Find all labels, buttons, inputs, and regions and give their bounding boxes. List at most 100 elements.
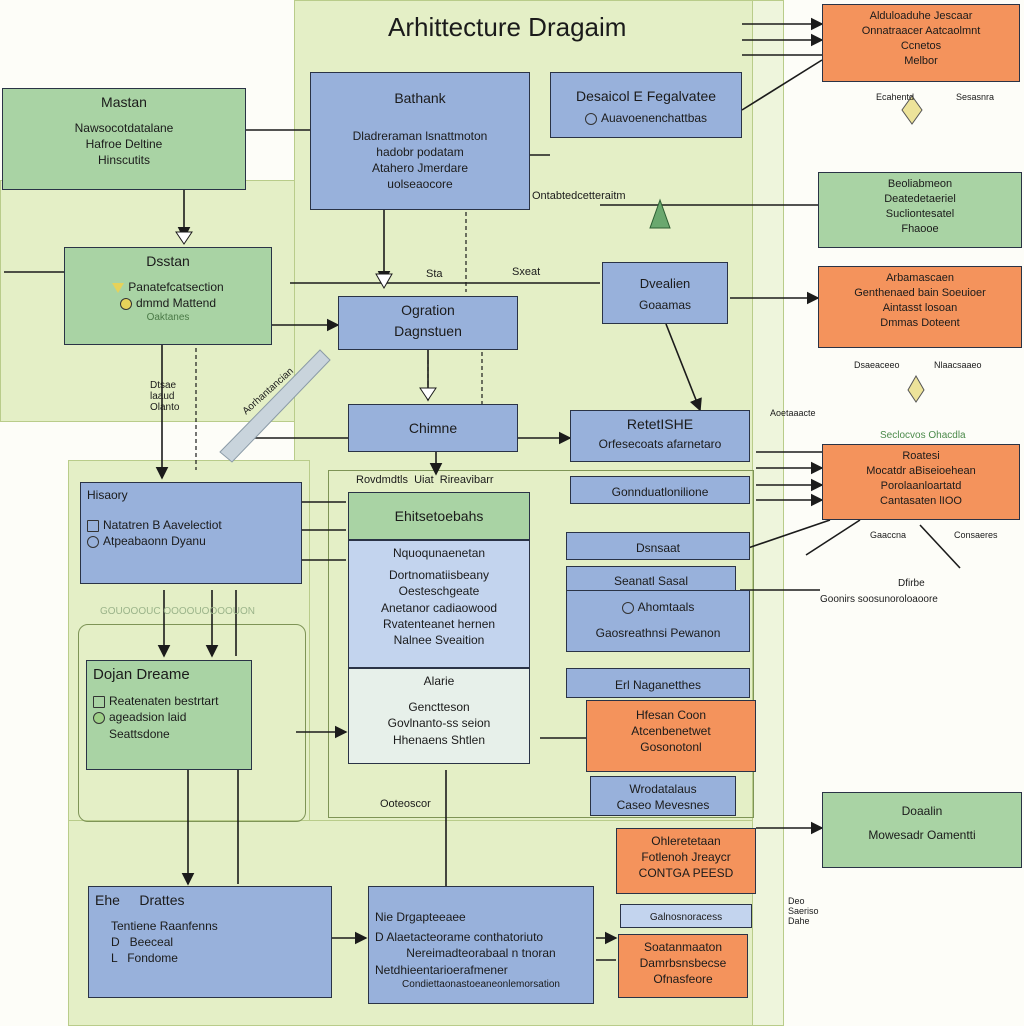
box-dvealien[interactable]: Dvealien Goaamas bbox=[602, 262, 728, 324]
box-ehe-drattes-line: L Fondome bbox=[111, 951, 178, 966]
box-seanatl-sasal[interactable]: Seanatl Sasal bbox=[566, 566, 736, 592]
box-soatanmaaton-line: Ofnasfeore bbox=[653, 972, 713, 987]
box-nie-drgapteeaee-title: Nie Drgapteeaee bbox=[375, 910, 466, 924]
box-dojan-dreame-line: Seattsdone bbox=[109, 726, 170, 741]
box-doaalin[interactable]: Doaalin Mowesadr Oamentti bbox=[822, 792, 1022, 868]
box-mastan[interactable]: Mastan Nawsocotdatalane Hafroe Deltine H… bbox=[2, 88, 246, 190]
box-seanatl-sasal-title: Seanatl Sasal bbox=[613, 574, 689, 588]
box-retetishe[interactable]: RetetISHE Orfesecoats afarnetaro bbox=[570, 410, 750, 462]
box-alduloaduhe-title: Alduloaduhe Jescaar bbox=[869, 10, 973, 22]
box-beoliabmeon-line: Fhaooe bbox=[901, 222, 939, 235]
box-arbamascaen-line: Dmmas Doteent bbox=[880, 316, 960, 329]
box-nquoqunaenetan-line: Anetanor cadiaowood bbox=[380, 600, 498, 615]
circle-icon bbox=[584, 112, 597, 125]
box-nie-drgapteeaee-line: Nereimadteorabaal n tnoran bbox=[406, 946, 556, 961]
box-ehitsetoebahs[interactable]: Ehitsetoebahs bbox=[348, 492, 530, 540]
box-dvealien-line: Goaamas bbox=[638, 297, 692, 312]
box-dsstan-line: Panatefcatsection bbox=[71, 279, 265, 295]
dfirbe-label: Dfirbe bbox=[898, 578, 925, 589]
box-arbamascaen-line: Genthenaed bain Soeuioer bbox=[854, 286, 986, 299]
box-ehe-drattes[interactable]: Ehe Drattes Tentiene Raanfenns D Beeceal… bbox=[88, 886, 332, 998]
box-hisaory-line-text: Natatren B Aavelectiot bbox=[103, 518, 222, 533]
wire-dealien-down bbox=[665, 323, 702, 412]
box-chimne[interactable]: Chimne bbox=[348, 404, 518, 452]
small-label: Aoetaaacte bbox=[770, 408, 816, 418]
box-alarie-line: Genctteson bbox=[408, 700, 470, 715]
wire-right-diag bbox=[805, 519, 861, 556]
tri-label-b: Sesasnra bbox=[956, 92, 995, 102]
square-icon bbox=[87, 520, 99, 533]
box-dojan-dreame-line-text: Reatenaten bestrtart bbox=[109, 694, 219, 709]
box-ehe-drattes-title: Ehe Drattes bbox=[95, 892, 185, 908]
circle-icon bbox=[119, 297, 132, 310]
box-hfesan-coon[interactable]: Hfesan Coon Atcenbenetwet Gosonotonl bbox=[586, 700, 756, 772]
box-bathank-line: Dladreraman lsnattmoton bbox=[352, 128, 488, 143]
sta-label: Sta bbox=[426, 268, 443, 280]
box-alduloaduhe-line: Melbor bbox=[904, 54, 938, 67]
diagonal-arrow bbox=[219, 349, 331, 463]
tri-label-d: Nlaacsaaeo bbox=[934, 360, 982, 370]
box-dojan-dreame-line: Reatenaten bestrtart bbox=[93, 693, 245, 709]
goon-label: Goonirs soosunoroloaoore bbox=[820, 594, 938, 605]
center-inner-frame bbox=[328, 470, 754, 818]
box-ahomtaals[interactable]: Ahomtaals Gaosreathnsi Pewanon bbox=[566, 590, 750, 652]
box-beoliabmeon-line: Deatedetaeriel bbox=[884, 192, 956, 205]
box-dojan-dreame[interactable]: Dojan Dreame Reatenaten bestrtart ageads… bbox=[86, 660, 252, 770]
box-alarie-line: Govlnanto-ss seion bbox=[387, 716, 491, 731]
box-wrodatalaus[interactable]: Wrodatalaus Caseo Mevesnes bbox=[590, 776, 736, 816]
box-roatesi[interactable]: Roatesi Mocatdr aBiseioehean Porolaanloa… bbox=[822, 444, 1020, 520]
onta-label: Ontabtedcetteraitm bbox=[532, 190, 626, 202]
tri-label-c: Dsaeaceeo bbox=[854, 360, 900, 370]
wire-right-diag-2 bbox=[919, 524, 961, 569]
box-doaalin-title: Doaalin bbox=[901, 804, 943, 818]
square-icon bbox=[93, 696, 105, 709]
box-dsstan[interactable]: Dsstan Panatefcatsection dmmd Mattend Oa… bbox=[64, 247, 272, 345]
box-nquoqunaenetan[interactable]: Nquoqunaenetan Dortnomatiisbeany Oestesc… bbox=[348, 540, 530, 668]
box-nie-drgapteeaee[interactable]: Nie Drgapteeaee D Alaetacteorame conthat… bbox=[368, 886, 594, 1004]
tri-label-a: Ecahentd bbox=[876, 92, 915, 102]
box-dsstan-line-text: dmmd Mattend bbox=[135, 296, 217, 311]
box-roatesi-line: Cantasaten lIOO bbox=[880, 494, 962, 507]
box-galnosnoracess[interactable]: Galnosnoracess bbox=[620, 904, 752, 928]
left-inner-frame bbox=[78, 624, 306, 822]
box-dojan-dreame-line-text: ageadsion laid bbox=[109, 710, 187, 725]
box-wrodatalaus-line: Caseo Mevesnes bbox=[616, 798, 710, 813]
box-dsstan-line-text: Panatefcatsection bbox=[128, 279, 224, 294]
box-arbamascaen[interactable]: Arbamascaen Genthenaed bain Soeuioer Ain… bbox=[818, 266, 1022, 348]
box-alarie[interactable]: Alarie Genctteson Govlnanto-ss seion Hhe… bbox=[348, 668, 530, 764]
box-bathank[interactable]: Bathank Dladreraman lsnattmoton hadobr p… bbox=[310, 72, 530, 210]
box-nquoqunaenetan-title: Nquoqunaenetan bbox=[392, 546, 486, 560]
box-nie-drgapteeaee-line: Condiettaonastoeaneonlemorsation bbox=[402, 978, 560, 990]
box-alduloaduhe-line: Onnatraacer Aatcaolmnt bbox=[861, 24, 981, 37]
box-dsnsaat[interactable]: Dsnsaat bbox=[566, 532, 750, 560]
box-alarie-title: Alarie bbox=[423, 674, 455, 688]
box-ogration[interactable]: Ogration Dagnstuen bbox=[338, 296, 518, 350]
box-erl-naganetthes-title: Erl Naganetthes bbox=[614, 678, 702, 692]
box-roatesi-line: Mocatdr aBiseioehean bbox=[866, 464, 976, 477]
circle-icon bbox=[87, 536, 99, 549]
box-ohleretetaan-line: Fotlenoh Jreaycr bbox=[641, 850, 731, 865]
box-gonnduatlonilione[interactable]: Gonnduatlonilione bbox=[570, 476, 750, 504]
diagram-title: Arhittecture Dragaim bbox=[388, 12, 627, 42]
box-ehe-drattes-line: D Beeceal bbox=[111, 935, 174, 950]
box-beoliabmeon-title: Beoliabmeon bbox=[887, 178, 953, 190]
box-galnosnoracess-title: Galnosnoracess bbox=[649, 912, 723, 923]
box-hisaory[interactable]: Hisaory Natatren B Aavelectiot Atpeabaon… bbox=[80, 482, 302, 584]
gaat-label: Gaaccna bbox=[870, 530, 907, 540]
box-ohleretetaan-title: Ohleretetaan bbox=[651, 834, 721, 848]
rovdmd-label: Rovdmdtls Uiat Rireavibarr bbox=[356, 474, 494, 486]
box-desaicol[interactable]: Desaicol E Fegalvatee Auavoenenchattbas bbox=[550, 72, 742, 138]
consee-label: Consaeres bbox=[954, 530, 998, 540]
box-bathank-line: uolseaocore bbox=[387, 177, 453, 192]
box-erl-naganetthes[interactable]: Erl Naganetthes bbox=[566, 668, 750, 698]
box-alduloaduhe[interactable]: Alduloaduhe Jescaar Onnatraacer Aatcaolm… bbox=[822, 4, 1020, 82]
box-ehitsetoebahs-title: Ehitsetoebahs bbox=[394, 508, 484, 524]
box-beoliabmeon[interactable]: Beoliabmeon Deatedetaeriel Sucliontesate… bbox=[818, 172, 1022, 248]
box-retetishe-title: RetetISHE bbox=[626, 416, 694, 432]
box-ohleretetaan[interactable]: Ohleretetaan Fotlenoh Jreaycr CONTGA PEE… bbox=[616, 828, 756, 894]
box-dsnsaat-title: Dsnsaat bbox=[635, 541, 681, 555]
side-label: Deo Saeriso Dahe bbox=[788, 896, 819, 926]
box-ogration-line: Dagnstuen bbox=[394, 322, 462, 339]
box-soatanmaaton[interactable]: Soatanmaaton Damrbsnsbecse Ofnasfeore bbox=[618, 934, 748, 998]
box-mastan-line: Nawsocotdatalane bbox=[74, 120, 174, 135]
